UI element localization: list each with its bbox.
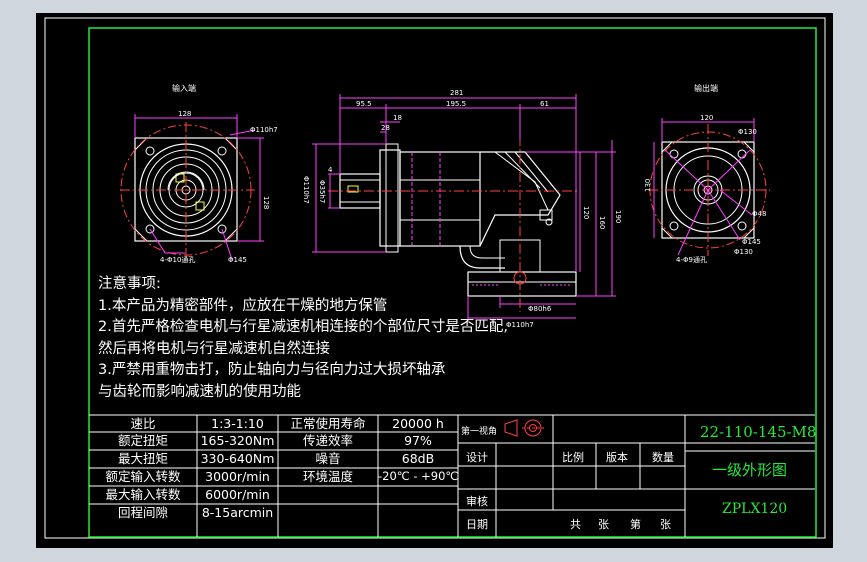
dim-len-b: 195.5 <box>446 100 466 108</box>
dim-len-f: 28 <box>381 124 390 132</box>
dim-right-pcd: Φ145 <box>742 238 761 246</box>
dim-right-dia: Φ130 <box>734 248 753 256</box>
page-sheets-label: 张 <box>660 518 671 531</box>
dim-len-a: 95.5 <box>356 100 372 108</box>
drawing-sheet <box>36 13 833 548</box>
spec-key: 传递效率 <box>302 433 353 448</box>
spec-key: 最大扭矩 <box>117 451 168 466</box>
projection-symbol-icon <box>504 419 544 437</box>
design-label: 设计 <box>466 451 488 464</box>
page-label: 第 <box>630 518 641 531</box>
spec-key: 环境温度 <box>302 469 353 484</box>
outer-frame <box>44 17 826 539</box>
dim-total-length: 281 <box>450 89 463 97</box>
spec-key: 噪音 <box>315 451 341 466</box>
spec-value: 68dB <box>401 451 435 466</box>
note-line-2: 2.首先严格检查电机与行星减速机相连接的个部位尺寸是否匹配, <box>98 319 508 335</box>
spec-key: 额定输入转数 <box>105 469 181 484</box>
drawing-number: 22-110-145-M8 <box>700 423 817 441</box>
dim-right-width: 120 <box>700 114 713 122</box>
dim-motor-dia: Φ110h7 <box>302 176 310 204</box>
spec-table-grid <box>89 414 815 537</box>
date-label: 日期 <box>466 518 488 531</box>
dim-right-side: 130 <box>644 179 652 192</box>
spec-key: 正常使用寿命 <box>290 416 366 431</box>
dim-left-height: 128 <box>262 196 270 209</box>
spec-value: 330-640Nm <box>200 451 275 466</box>
spec-value: 1:3-1:10 <box>211 416 264 431</box>
output-end-view <box>648 118 770 256</box>
spec-value: 97% <box>404 433 432 448</box>
inner-frame <box>88 27 817 538</box>
spec-key: 回程间隙 <box>117 505 168 520</box>
note-line-3: 然后再将电机与行星减速机自然连接 <box>98 340 330 357</box>
note-line-4: 3.严禁用重物击打，防止轴向力与径向力过大损坏轴承 <box>98 362 446 378</box>
sheets-label: 张 <box>598 518 609 531</box>
spec-value: 8-15arcmin <box>201 505 274 520</box>
dim-right-top: Φ130 <box>738 128 757 136</box>
spec-value: 6000r/min <box>205 487 270 502</box>
input-end-label: 输入端 <box>172 83 196 93</box>
dim-right-small: Φ48 <box>752 210 766 218</box>
spec-value: -20℃ - +90℃ <box>378 469 459 483</box>
dim-height-1: 120 <box>582 206 590 219</box>
note-line-5: 与齿轮而影响减速机的使用功能 <box>98 383 301 400</box>
dim-bottom-dia-1: Φ80h6 <box>528 305 552 313</box>
dim-len-d: 18 <box>393 114 402 122</box>
projection-label: 第一视角 <box>461 427 498 437</box>
dim-bottom-dia-2: Φ110h7 <box>506 321 534 329</box>
version-label: 版本 <box>606 451 628 464</box>
dim-right-holes: 4-Φ9通孔 <box>676 255 707 264</box>
side-view <box>312 94 616 322</box>
total-sheets-label: 共 <box>570 518 581 531</box>
title-block-grid <box>458 415 815 537</box>
dim-len-c: 61 <box>540 100 549 108</box>
spec-value: 165-320Nm <box>200 433 275 448</box>
input-end-view <box>120 114 264 261</box>
notes-section: 注意事项: 1.本产品为精密部件，应放在干燥的地方保管 2.首先严格检查电机与行… <box>98 274 508 403</box>
dim-left-pcd: Φ145 <box>228 256 247 264</box>
scale-label: 比例 <box>562 451 584 464</box>
drawing-name: 一级外形图 <box>712 461 788 479</box>
notes-title: 注意事项: <box>98 276 161 292</box>
dim-left-width: 128 <box>178 110 191 118</box>
output-end-label: 输出端 <box>694 83 718 93</box>
quantity-label: 数量 <box>652 451 674 464</box>
spec-key: 速比 <box>130 416 156 431</box>
dim-len-e: 4 <box>328 166 333 174</box>
dim-height-3: 190 <box>614 210 622 223</box>
spec-value: 3000r/min <box>205 469 270 484</box>
dim-left-dia: Φ110h7 <box>250 126 278 134</box>
dim-height-2: 160 <box>598 216 606 229</box>
check-label: 审核 <box>466 495 488 508</box>
spec-key: 最大输入转数 <box>105 487 181 502</box>
dim-left-holes: 4-Φ10通孔 <box>160 255 195 264</box>
model-number: ZPLX120 <box>722 501 788 517</box>
spec-value: 20000 h <box>392 416 444 431</box>
note-line-1: 1.本产品为精密部件，应放在干燥的地方保管 <box>98 297 388 314</box>
spec-key: 额定扭矩 <box>117 433 168 448</box>
dim-shaft-dia: Φ35h7 <box>318 180 326 203</box>
